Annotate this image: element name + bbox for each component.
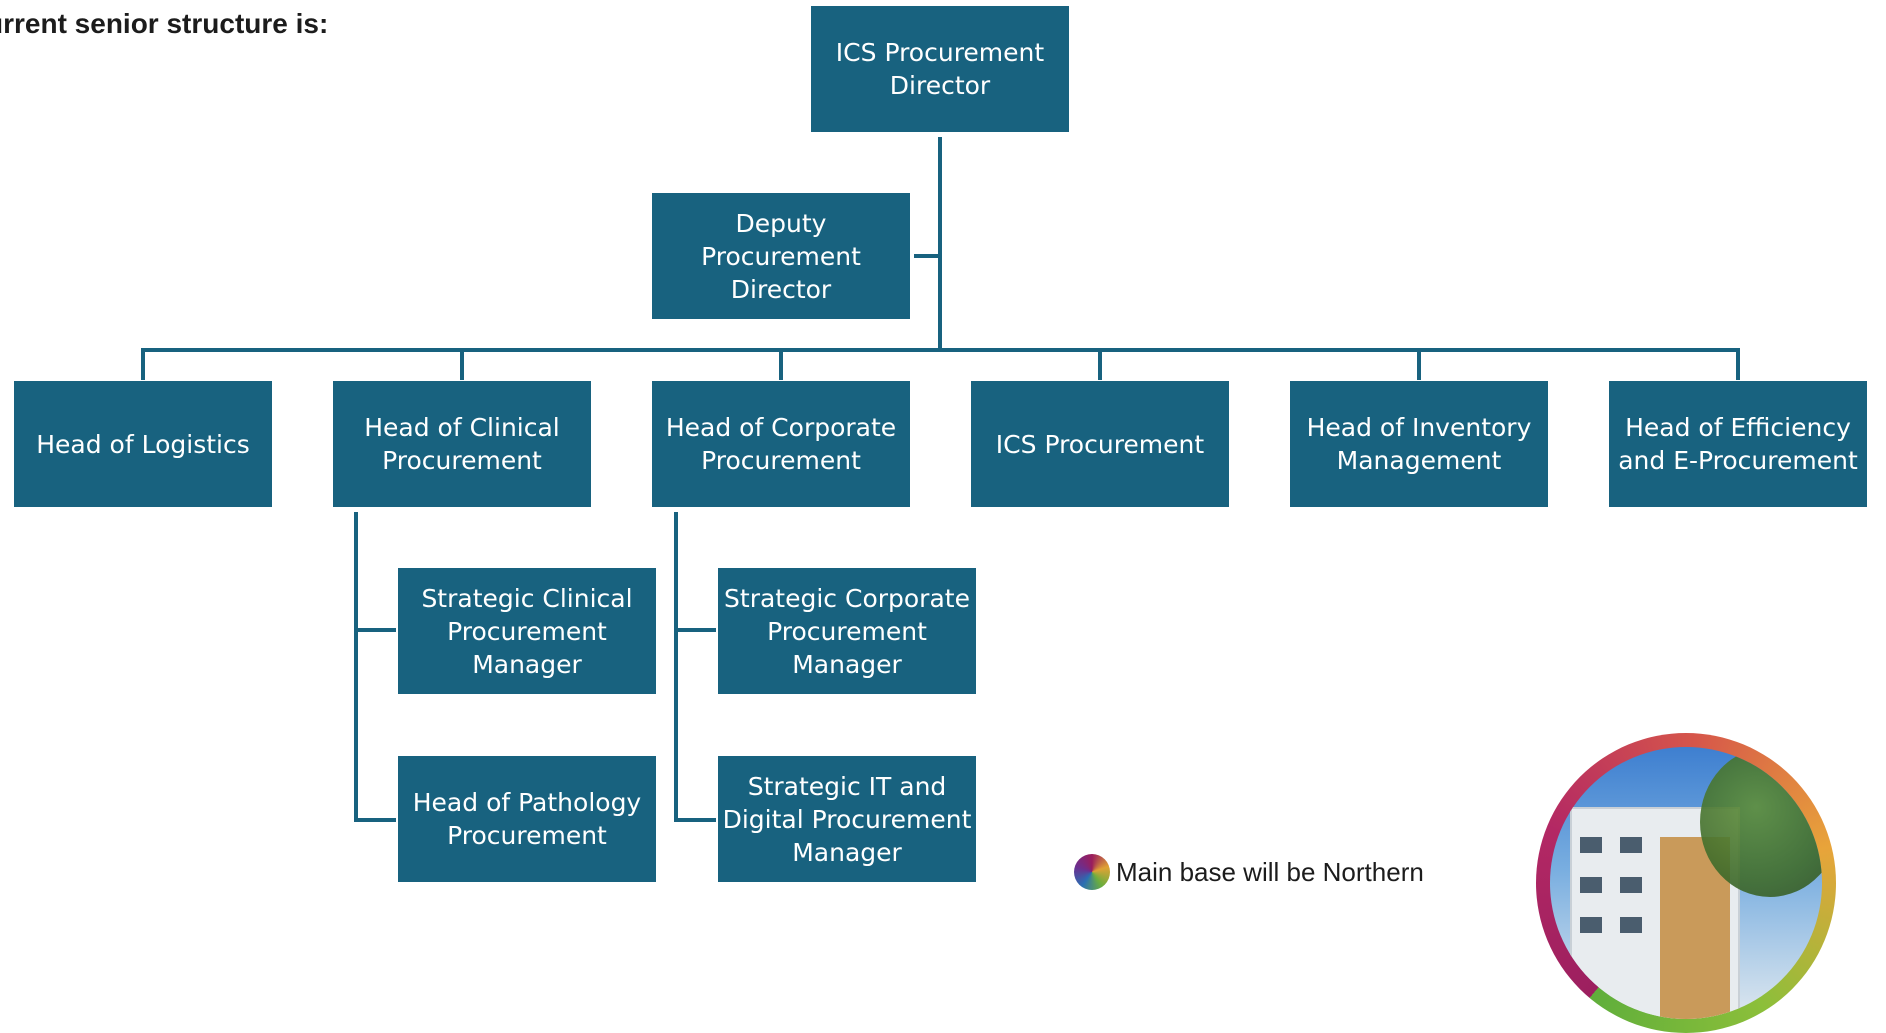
corporate-report-box-1: Strategic Corporate Procurement Manager: [718, 568, 976, 694]
deputy-connector-line: [914, 254, 940, 258]
head-drop-line-6: [1736, 348, 1740, 380]
head-drop-line-5: [1417, 348, 1421, 380]
head-drop-line-3: [779, 348, 783, 380]
corporate-report-box-2: Strategic IT and Digital Procurement Man…: [718, 756, 976, 882]
head-box-clinical: Head of Clinical Procurement: [333, 381, 591, 507]
clinical-report-box-1: Strategic Clinical Procurement Manager: [398, 568, 656, 694]
director-trunk-line: [938, 137, 942, 352]
head-drop-line-1: [141, 348, 145, 380]
director-box: ICS Procurement Director: [811, 6, 1069, 132]
building-photo: [1536, 733, 1836, 1033]
corporate-branch-line-1: [674, 628, 716, 632]
page-heading: urrent senior structure is:: [0, 8, 329, 39]
head-box-corporate: Head of Corporate Procurement: [652, 381, 910, 507]
corporate-branch-line-2: [674, 818, 716, 822]
head-box-ics-procurement: ICS Procurement: [971, 381, 1229, 507]
head-box-inventory: Head of Inventory Management: [1290, 381, 1548, 507]
clinical-vertical-line: [354, 512, 358, 822]
building-photo-image: [1550, 747, 1822, 1019]
clinical-branch-line-2: [354, 818, 396, 822]
clinical-branch-line-1: [354, 628, 396, 632]
head-box-logistics: Head of Logistics: [14, 381, 272, 507]
colour-wheel-bullet-icon: [1074, 854, 1110, 890]
head-box-efficiency: Head of Efficiency and E-Procurement: [1609, 381, 1867, 507]
head-drop-line-4: [1098, 348, 1102, 380]
tree-foliage: [1700, 747, 1822, 897]
location-caption-text: Main base will be Northern: [1116, 856, 1424, 887]
deputy-director-box: Deputy Procurement Director: [652, 193, 910, 319]
clinical-report-box-2: Head of Pathology Procurement: [398, 756, 656, 882]
head-drop-line-2: [460, 348, 464, 380]
corporate-vertical-line: [674, 512, 678, 822]
heads-bus-line: [141, 348, 1740, 352]
location-caption: Main base will be Northern: [1074, 854, 1424, 890]
